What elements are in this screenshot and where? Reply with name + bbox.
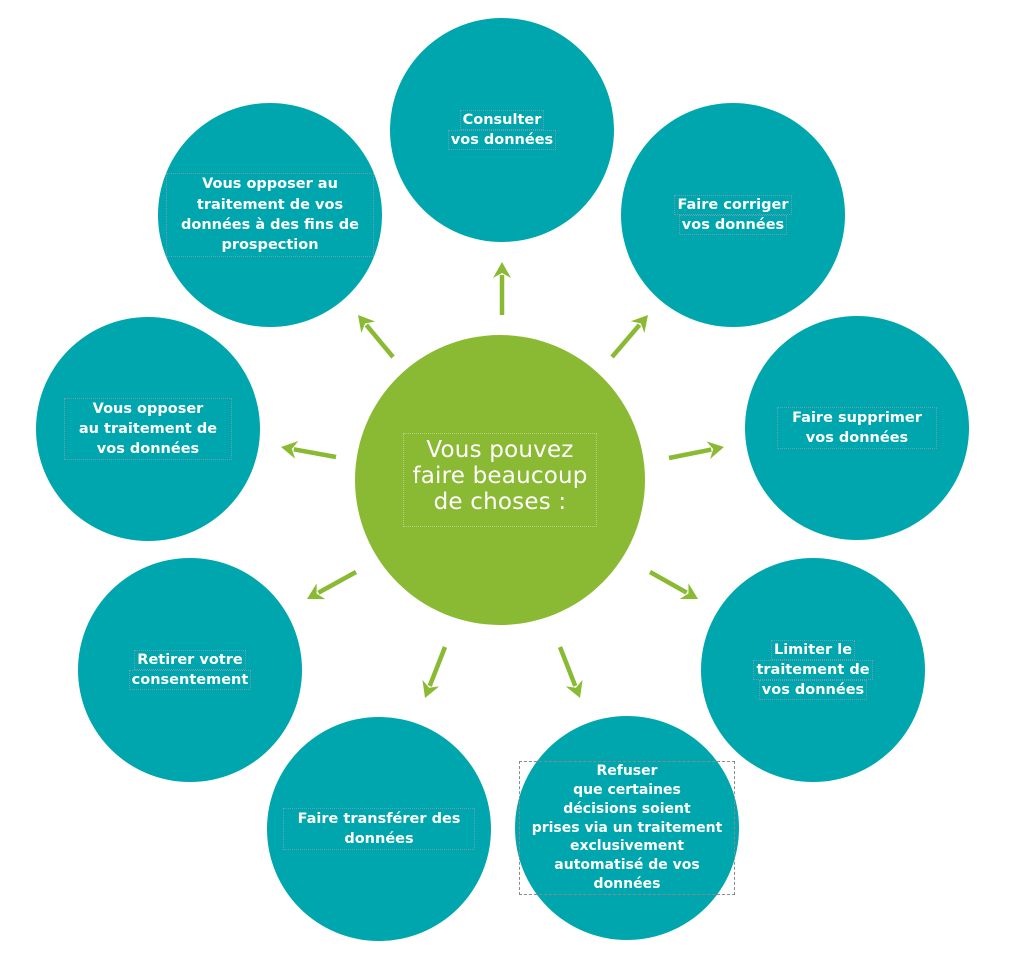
node-supprimer: Faire supprimer vos données	[745, 316, 969, 540]
node-line: vos données	[96, 441, 200, 458]
arrow-shaft	[668, 447, 712, 461]
center-label: Vous pouvez faire beaucoup de choses :	[403, 433, 597, 527]
arrow-shaft	[293, 447, 337, 460]
node-line: données	[593, 876, 661, 893]
node-corriger: Faire corriger vos données	[621, 103, 845, 327]
node-line: que certaines	[573, 781, 681, 798]
node-line: au traitement de	[78, 420, 218, 437]
arrow-icon-transferer	[422, 646, 448, 698]
node-line: vos données	[678, 215, 788, 235]
node-label: Refuser que certaines décisions soient p…	[518, 760, 736, 896]
arrow-head	[565, 679, 583, 698]
arrow-shaft	[317, 570, 358, 595]
node-line: Vous opposer	[92, 400, 204, 417]
arrow-icon-opposer	[281, 441, 337, 460]
arrow-icon-retirer	[307, 570, 358, 600]
node-line: traitement de	[753, 659, 873, 680]
node-label: Retirer votre consentement	[118, 649, 263, 691]
center-line: faire beaucoup	[412, 463, 588, 490]
arrow-icon-limiter	[648, 570, 698, 599]
node-line: prospection	[221, 237, 319, 254]
arrow-head	[706, 441, 724, 459]
center-line: Vous pouvez	[426, 437, 574, 464]
arrow-head	[281, 441, 299, 459]
node-label: Limiter le traitement de vos données	[742, 639, 883, 701]
node-line: Consulter	[459, 109, 545, 130]
node-consulter: Consulter vos données	[390, 18, 614, 242]
node-prospection: Vous opposer au traitement de vos donnée…	[158, 103, 382, 327]
node-line: vos données	[447, 130, 557, 150]
arrow-icon-refuser	[557, 646, 583, 698]
node-label: Vous opposer au traitement de vos donnée…	[165, 173, 375, 257]
arrow-shaft	[427, 646, 448, 687]
arrow-shaft	[557, 646, 578, 687]
node-line: vos données	[805, 430, 909, 446]
arrow-head	[679, 583, 698, 599]
arrow-shaft	[364, 323, 395, 359]
arrow-head	[630, 315, 648, 334]
arrow-head	[358, 315, 376, 334]
arrow-icon-supprimer	[668, 441, 724, 461]
center-circle: Vous pouvez faire beaucoup de choses :	[355, 335, 645, 625]
node-line: consentement	[128, 670, 252, 690]
node-line: Faire corriger	[674, 194, 792, 215]
node-line: décisions soient	[563, 800, 691, 817]
node-line: traitement de vos	[196, 196, 344, 213]
node-label: Consulter vos données	[437, 109, 567, 151]
arrow-icon-consulter	[493, 262, 511, 315]
node-line: Limiter le	[770, 639, 856, 660]
node-line: Vous opposer au	[202, 176, 338, 193]
arrow-head	[307, 583, 326, 600]
arrow-icon-corriger	[610, 315, 648, 359]
node-line: données	[344, 831, 414, 847]
arrow-icon-prospection	[358, 315, 395, 359]
node-line: Refuser	[596, 762, 658, 779]
arrow-shaft	[610, 323, 642, 359]
node-line: Faire transférer des	[297, 810, 461, 827]
node-line: automatisé de vos	[554, 857, 700, 874]
node-label: Vous opposer au traitement de vos donnée…	[63, 397, 233, 461]
node-line: prises via un traitement	[531, 819, 723, 836]
node-line: Retirer votre	[134, 649, 246, 670]
node-line: exclusivement	[569, 838, 685, 855]
node-retirer: Retirer votre consentement	[78, 558, 302, 782]
node-refuser: Refuser que certaines décisions soient p…	[515, 716, 739, 940]
arrow-head	[493, 262, 511, 278]
node-label: Faire corriger vos données	[663, 194, 802, 236]
node-opposer: Vous opposer au traitement de vos donnée…	[36, 317, 260, 541]
arrow-shaft	[648, 570, 688, 595]
arrow-head	[422, 679, 440, 698]
node-label: Faire supprimer vos données	[777, 406, 937, 450]
node-line: Faire supprimer	[792, 409, 922, 426]
node-transferer: Faire transférer des données	[267, 717, 491, 941]
node-limiter: Limiter le traitement de vos données	[701, 558, 925, 782]
node-line: vos données	[758, 680, 868, 701]
center-line: de choses :	[433, 488, 567, 515]
node-label: Faire transférer des données	[282, 807, 476, 851]
node-line: données à des fins de	[180, 217, 360, 233]
